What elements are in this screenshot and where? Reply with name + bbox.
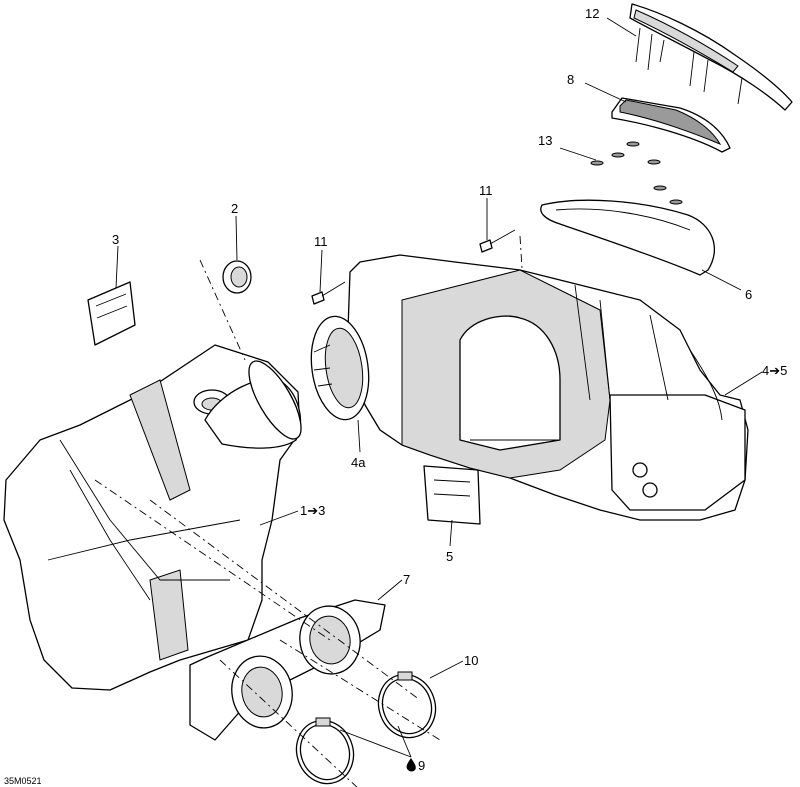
part-9-clamp	[295, 717, 355, 785]
callout-1-to-3: 1➔3	[300, 503, 325, 518]
callout-8: 8	[567, 72, 574, 87]
part-13-clips	[590, 141, 683, 205]
part-3-decal	[87, 281, 136, 346]
part-6-foam-filter	[540, 199, 716, 276]
part-12-top-cover	[629, 3, 793, 111]
callout-12: 12	[585, 6, 599, 21]
part-5-decal	[423, 465, 481, 525]
reference-code: 35M0521	[4, 776, 42, 786]
callout-10: 10	[464, 653, 478, 668]
drop-icon	[406, 758, 416, 772]
callout-5: 5	[446, 549, 453, 564]
assembly-lines	[94, 235, 523, 787]
part-7-adapter-plate	[189, 599, 386, 741]
part-8-lens	[611, 97, 731, 153]
part-4a-intake-flange	[310, 315, 370, 421]
callout-labels: 12 8 13 11 11 6 2 3 4➔5 4a 1➔3 5 7 10 9 …	[4, 6, 787, 786]
callout-11-left: 11	[314, 234, 328, 249]
callout-13: 13	[538, 133, 552, 148]
part-10-clamp	[377, 671, 437, 739]
callout-11-right: 11	[479, 183, 493, 198]
leader-lines	[115, 17, 763, 758]
part-1-airbox-cover	[3, 344, 302, 691]
callout-9: 9	[418, 758, 425, 773]
callout-3: 3	[112, 232, 119, 247]
callout-4-to-5: 4➔5	[762, 363, 787, 378]
part-2-grommet	[222, 260, 252, 294]
callout-9-group: 9	[406, 758, 425, 773]
callout-6: 6	[745, 287, 752, 302]
part-11-screws	[311, 229, 516, 305]
callout-7: 7	[403, 572, 410, 587]
callout-2: 2	[231, 201, 238, 216]
callout-4a: 4a	[351, 455, 366, 470]
part-4-airbox-body	[347, 254, 749, 521]
